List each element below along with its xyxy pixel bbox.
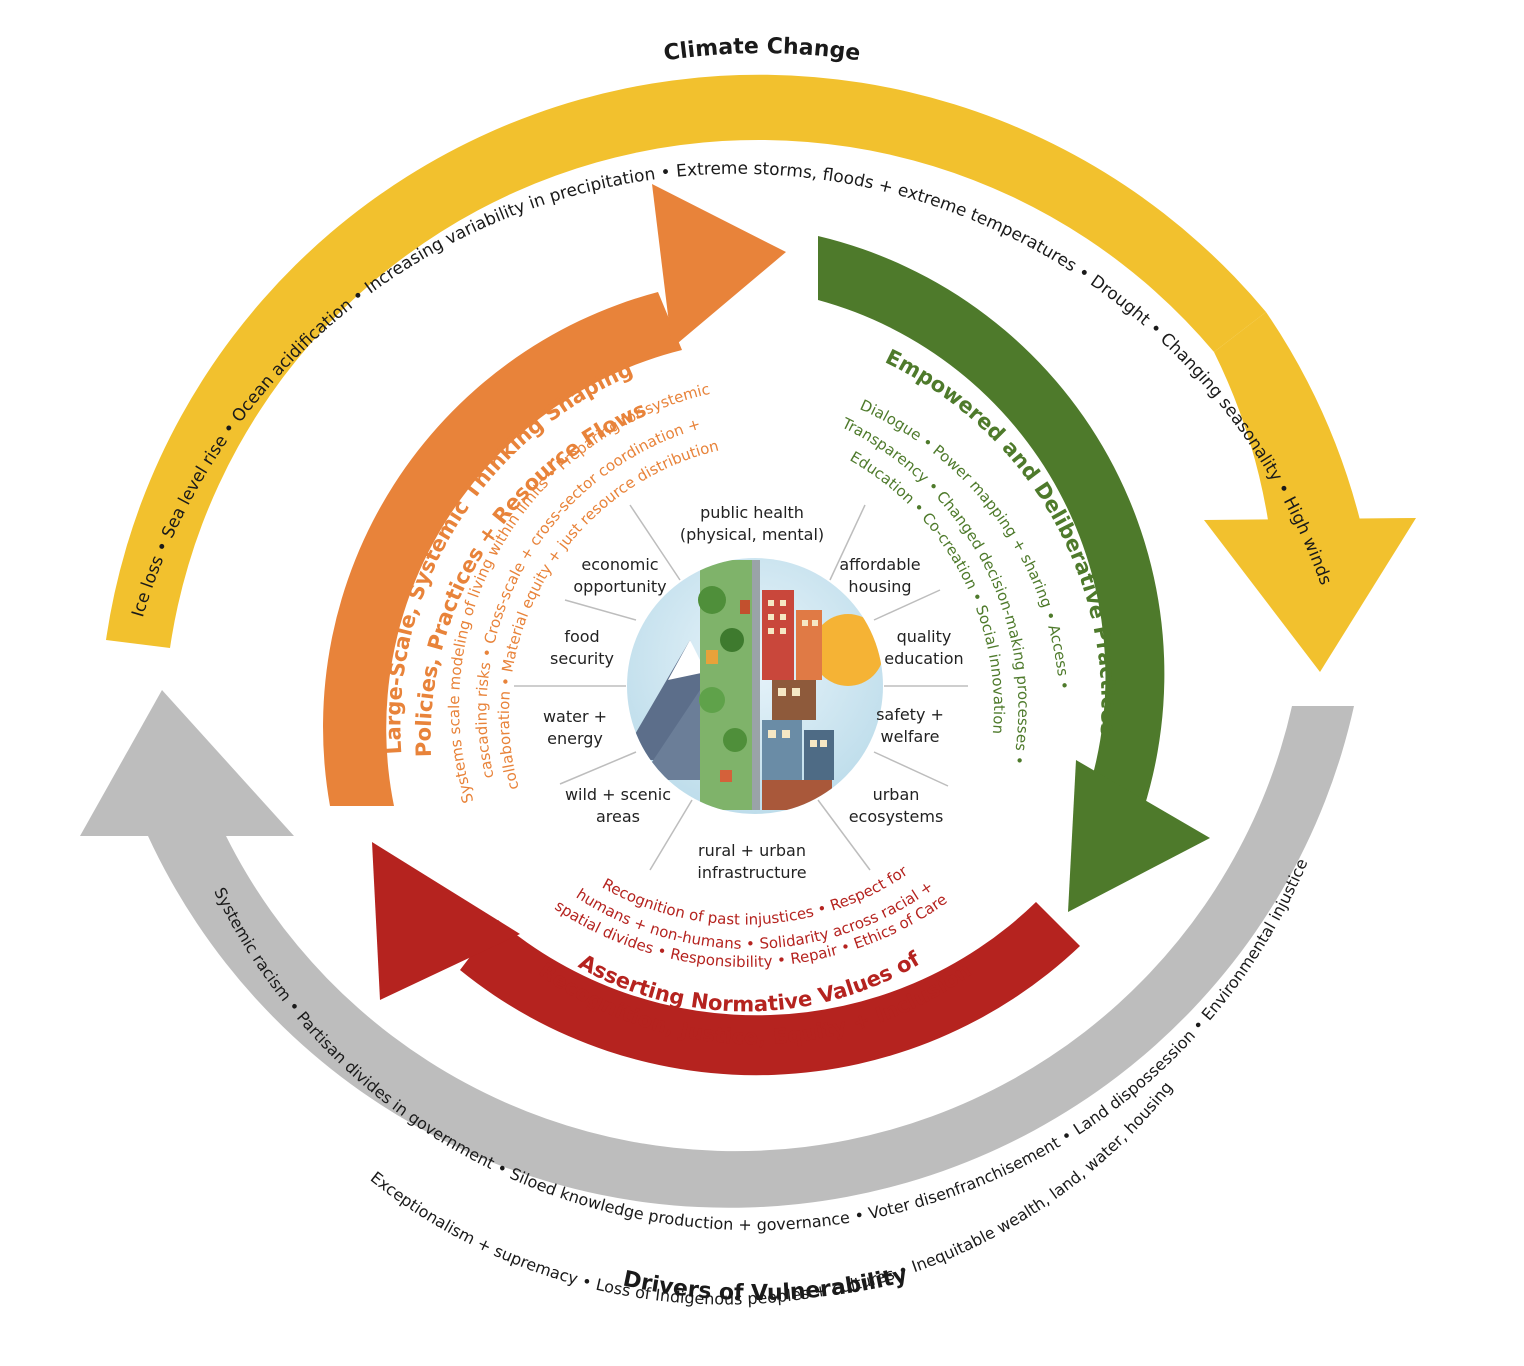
center-item-line: ecosystems: [849, 807, 944, 826]
center-item-label: quality education: [884, 627, 963, 668]
center-item-line: energy: [547, 729, 603, 748]
center-item-line: food: [564, 627, 599, 646]
center-item-label: urban ecosystems: [849, 785, 944, 826]
climate-change-arrowhead: [1204, 518, 1416, 672]
center-item-line: infrastructure: [697, 863, 806, 882]
empowered-arc-band: [818, 236, 1165, 820]
empowered-practices-arrow: [818, 236, 1210, 912]
center-item-label: food security: [550, 627, 614, 668]
center-item-label: water + energy: [543, 707, 607, 748]
climate-change-title: Climate Change: [662, 34, 862, 66]
systemic-arrowhead: [652, 184, 786, 348]
climate-change-arc-band: [106, 74, 1266, 649]
center-item-line: opportunity: [573, 577, 666, 596]
center-spokes: [514, 504, 968, 871]
center-item-line: economic: [581, 555, 658, 574]
center-item-label: rural + urban infrastructure: [697, 841, 806, 882]
center-item-line: safety +: [876, 705, 944, 724]
center-item-label: safety + welfare: [876, 705, 944, 746]
center-item-line: urban: [873, 785, 920, 804]
empowered-arrowhead: [1068, 760, 1210, 912]
center-item-line: quality: [897, 627, 952, 646]
normative-values-arrow: [372, 842, 1080, 1076]
center-item-line: rural + urban: [698, 841, 806, 860]
center-item-line: wild + scenic: [565, 785, 671, 804]
center-item-label: wild + scenic areas: [565, 785, 671, 826]
center-item-line: (physical, mental): [680, 525, 824, 544]
drivers-arrowhead: [80, 690, 294, 836]
center-item-label: public health (physical, mental): [680, 503, 824, 544]
center-item-line: education: [884, 649, 963, 668]
center-item-label: economic opportunity: [573, 555, 666, 596]
climate-change-arc-tail: [1214, 312, 1360, 520]
center-wheel-labels: public health (physical, mental) affordabl…: [543, 503, 964, 882]
center-item-line: water +: [543, 707, 607, 726]
normative-arc-band: [460, 902, 1080, 1076]
drivers-arc-band: [148, 706, 1354, 1208]
drivers-of-vulnerability-arrow: [80, 690, 1354, 1208]
systemic-thinking-arrow: [323, 184, 786, 806]
center-item-line: areas: [596, 807, 640, 826]
center-item-line: affordable: [839, 555, 920, 574]
systemic-arc-band: [323, 292, 682, 806]
center-item-line: security: [550, 649, 614, 668]
city-nature-globe-illustration: [627, 558, 883, 814]
climate-change-title-path: Climate Change: [662, 34, 862, 66]
normative-arrowhead: [372, 842, 520, 1000]
climate-change-arrow: [106, 74, 1416, 672]
center-item-line: housing: [848, 577, 911, 596]
center-item-line: public health: [700, 503, 804, 522]
center-item-label: affordable housing: [839, 555, 920, 596]
center-item-line: welfare: [881, 727, 940, 746]
